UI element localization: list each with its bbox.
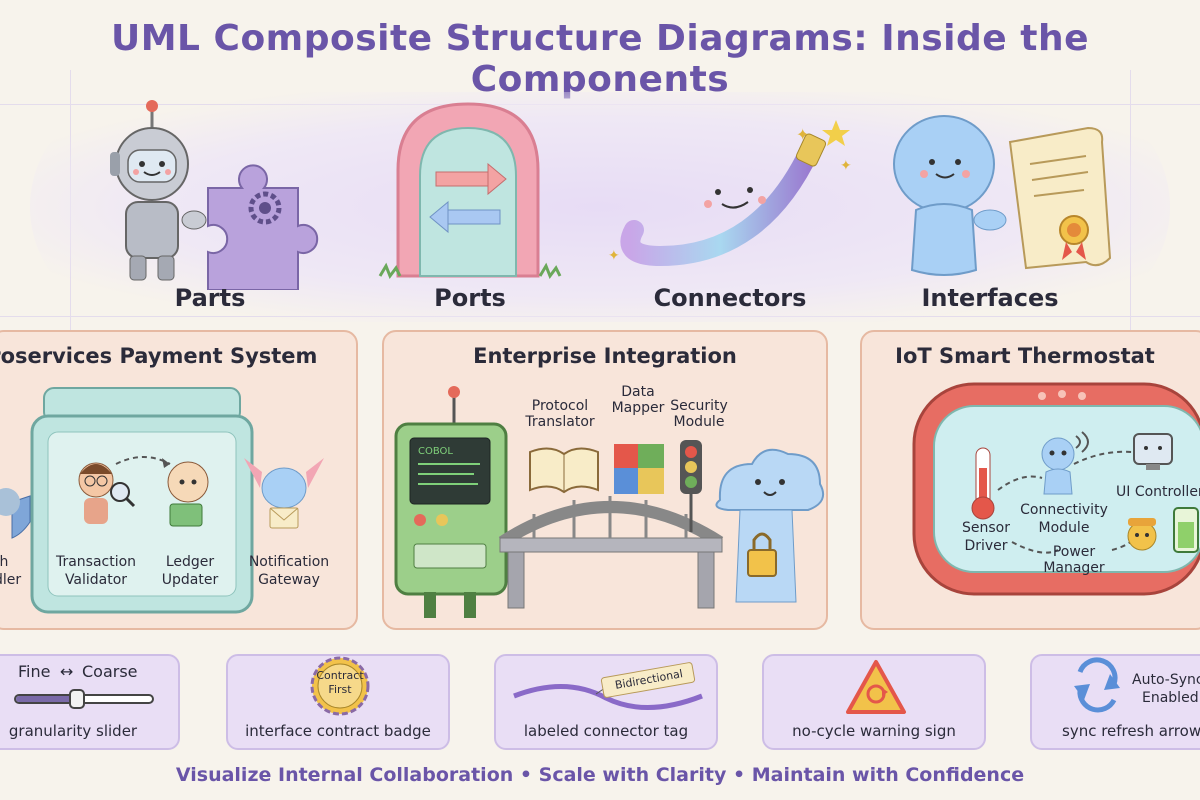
label-sensor-driver-2: Driver [964, 538, 1008, 554]
panel-iot-thermostat: IoT Smart Thermostat Sensor Driver Conne… [860, 330, 1200, 630]
panel-title-iot: IoT Smart Thermostat [895, 344, 1155, 368]
badge-text-1: Contract [316, 669, 364, 682]
card-granularity-slider: Fine ↔ Coarse granularity slider [0, 654, 180, 750]
slider-track[interactable] [14, 689, 154, 709]
connector-tag-icon [513, 662, 703, 711]
card-caption-warning: no-cycle warning sign [792, 722, 956, 740]
panel-title-payment: icroservices Payment System [0, 344, 318, 368]
label-power-manager-1: Power [1052, 544, 1096, 560]
concept-label-interfaces: Interfaces [921, 284, 1059, 312]
label-security-module-1: Security [670, 398, 728, 414]
slider-label-arrow: ↔ [60, 662, 74, 681]
label-security-module-2: Module [673, 414, 725, 430]
card-no-cycle-warning: no-cycle warning sign [762, 654, 986, 750]
card-connector-tag: Bidirectional labeled connector tag [494, 654, 718, 750]
label-ledger-updater-1: Ledger [165, 554, 215, 570]
iot-thermostat-illustration [912, 382, 1200, 596]
payment-system-illustration [0, 387, 324, 614]
panel-enterprise-integration: Enterprise Integration Protocol Translat… [382, 330, 828, 630]
concept-label-parts: Parts [174, 284, 246, 312]
label-notification-gateway-1: Notification [248, 554, 330, 570]
label-transaction-validator-2: Validator [64, 572, 128, 588]
card-caption-connector: labeled connector tag [523, 722, 689, 740]
card-caption-contract: interface contract badge [245, 722, 431, 740]
concept-parts: Parts [80, 80, 340, 330]
label-ui-controller: UI Controller [1116, 484, 1200, 500]
smiling-cable-icon: ✦ ✦ ✦ [608, 120, 852, 267]
label-connectivity-module-1: Connectivity [1020, 502, 1108, 518]
contract-badge-icon [310, 656, 370, 716]
concept-label-ports: Ports [434, 284, 506, 312]
slider-thumb[interactable] [69, 689, 86, 709]
panel-title-enterprise: Enterprise Integration [473, 344, 737, 368]
concept-connectors: ✦ ✦ ✦ Connectors [600, 80, 860, 330]
label-sensor-driver-1: Sensor [962, 520, 1010, 536]
card-sync-refresh: Auto-Sync Enabled sync refresh arrow [1030, 654, 1200, 750]
svg-text:✦: ✦ [796, 125, 809, 144]
warning-triangle-icon [846, 660, 906, 714]
label-protocol-translator-1: Protocol [531, 398, 589, 414]
svg-text:✦: ✦ [608, 248, 620, 264]
sync-refresh-icon [1074, 657, 1120, 713]
svg-text:✦: ✦ [840, 158, 852, 174]
panel-payment-system: icroservices Payment System th dler Tran… [0, 330, 358, 630]
label-notification-gateway-2: Gateway [258, 572, 320, 588]
label-protocol-translator-2: Translator [525, 414, 595, 430]
character-with-contract-scroll-icon [893, 115, 1112, 276]
label-auth-handler-2: dler [0, 572, 22, 588]
card-contract-badge: Contract First interface contract badge [226, 654, 450, 750]
label-cobol: COBOL [418, 446, 453, 457]
label-connectivity-module-2: Module [1038, 520, 1090, 536]
concept-interfaces: Interfaces [860, 80, 1120, 330]
doorway-with-arrows-icon [378, 102, 562, 280]
label-transaction-validator-1: Transaction [55, 554, 137, 570]
enterprise-integration-illustration [394, 386, 824, 618]
label-data-mapper-1: Data [621, 384, 655, 400]
sync-status-1: Auto-Sync [1132, 672, 1200, 688]
slider-fill [16, 696, 78, 702]
badge-text-2: First [328, 683, 352, 696]
slider-label-coarse: Coarse [82, 662, 138, 681]
footer-tagline: Visualize Internal Collaboration • Scale… [175, 764, 1025, 786]
label-data-mapper-2: Mapper [611, 400, 665, 416]
card-caption-sync: sync refresh arrow [1062, 722, 1200, 740]
label-power-manager-2: Manager [1043, 560, 1105, 576]
concept-label-connectors: Connectors [653, 284, 807, 312]
slider-label-fine: Fine [18, 662, 51, 681]
card-caption-granularity: granularity slider [8, 722, 138, 740]
label-ledger-updater-2: Updater [161, 572, 219, 588]
concept-ports: Ports [340, 80, 600, 330]
sync-status-2: Enabled [1142, 690, 1199, 706]
robot-holding-puzzle-icon [110, 100, 319, 290]
label-auth-handler-1: th [0, 554, 9, 570]
